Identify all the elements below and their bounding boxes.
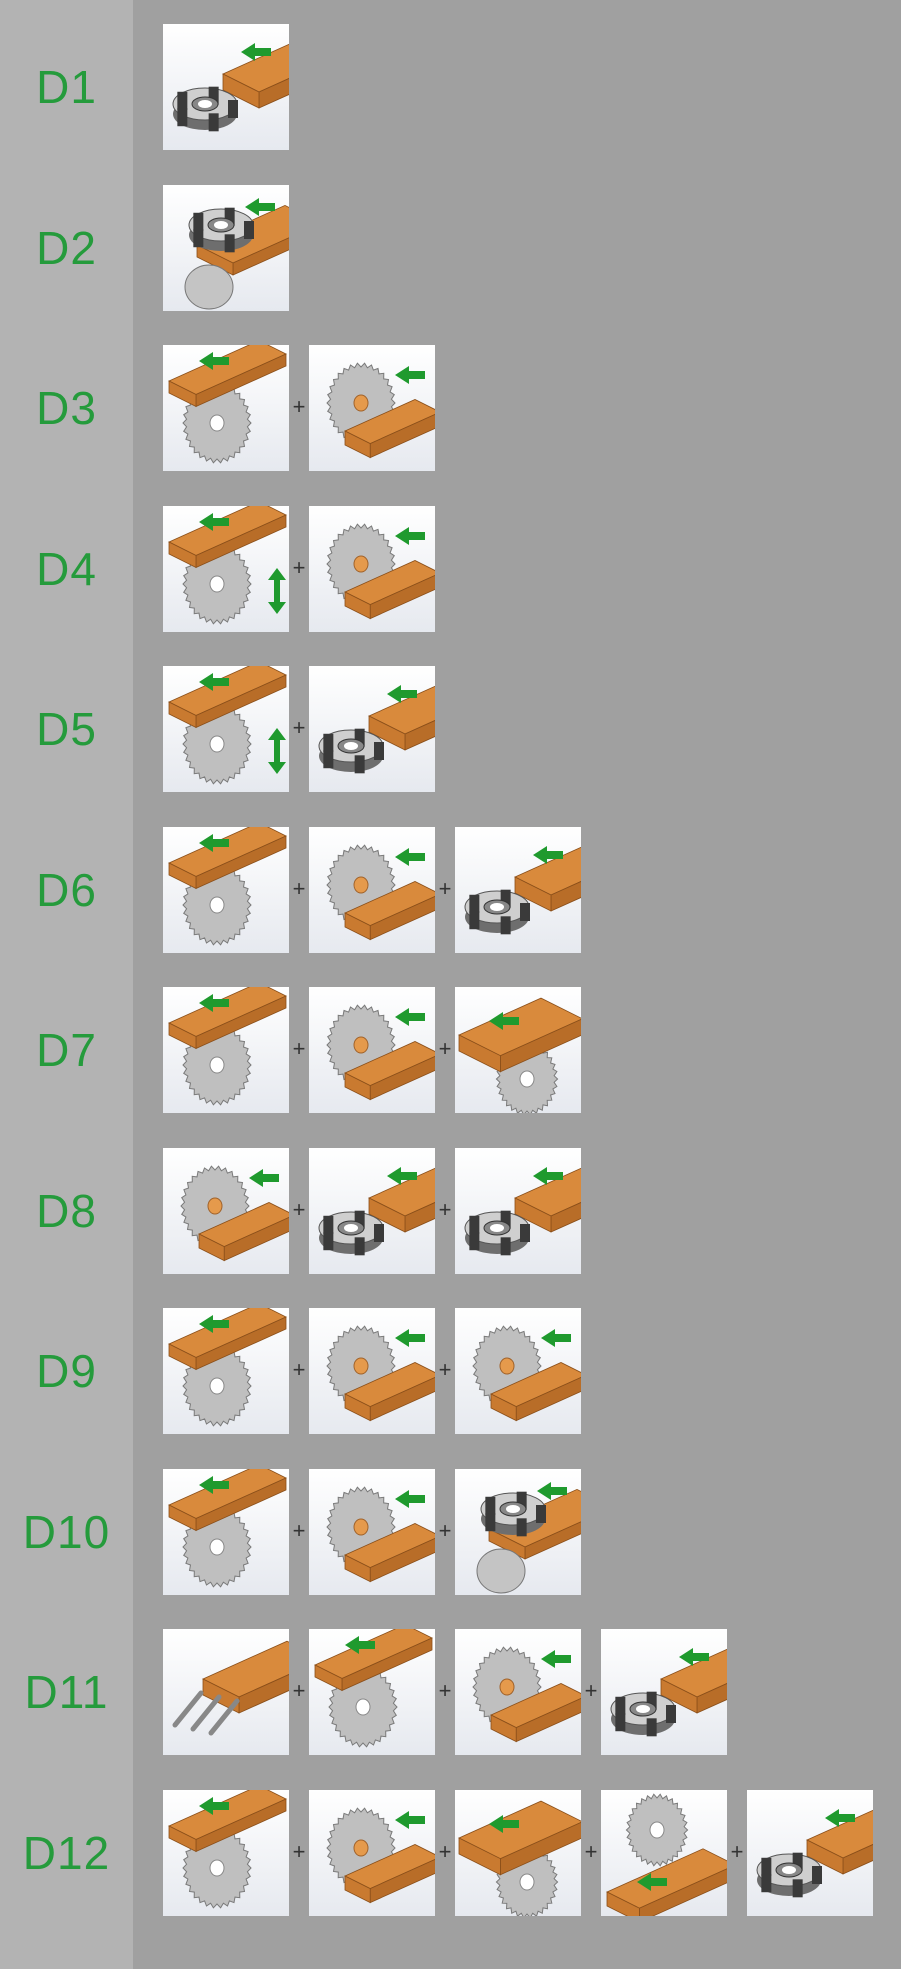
row-label: D8: [36, 1184, 97, 1237]
process-row: D3 +: [0, 345, 901, 471]
row-label: D4: [36, 542, 97, 595]
cutter-on-wood-edge-icon: [601, 1629, 727, 1755]
saw-side-groove-icon: [163, 1147, 289, 1274]
row-label: D10: [22, 1505, 111, 1558]
plus-sign: +: [292, 1517, 306, 1543]
cutter-on-wood-edge-icon: [163, 24, 289, 150]
process-row: D5 +: [0, 666, 901, 792]
plus-sign: +: [438, 875, 452, 901]
row-label: D6: [36, 863, 97, 916]
process-row: D11 + + +: [0, 1629, 901, 1755]
process-row: D4 +: [0, 505, 901, 632]
plus-sign: +: [292, 1196, 306, 1222]
process-row: D9 + +: [0, 1308, 901, 1434]
process-row: D10 + +: [0, 1468, 901, 1595]
saw-below-board-icon: [163, 1308, 289, 1434]
cutter-above-wood-with-roller-icon: [455, 1468, 581, 1595]
process-row: D6 + +: [0, 826, 901, 953]
cutter-on-wood-edge-icon: [309, 1147, 435, 1274]
cutter-above-wood-with-roller-icon: [163, 184, 289, 311]
row-label: D1: [36, 61, 97, 113]
saw-below-board-vertical-adjust-icon: [163, 505, 289, 632]
row-label: D12: [22, 1826, 111, 1879]
plus-sign: +: [292, 715, 306, 740]
process-row: D8 + +: [0, 1147, 901, 1274]
plus-sign: +: [438, 1036, 452, 1061]
saw-below-board-icon: [309, 1629, 435, 1755]
cutter-on-wood-edge-icon: [455, 826, 581, 953]
saw-side-groove-icon: [455, 1308, 581, 1434]
saw-under-block-icon: [455, 987, 581, 1113]
row-label: D11: [24, 1666, 109, 1718]
row-label: D7: [36, 1024, 97, 1076]
row-label: D3: [36, 382, 97, 434]
plus-sign: +: [292, 1357, 306, 1382]
plus-sign: +: [438, 1196, 452, 1222]
saw-below-board-vertical-adjust-icon: [163, 666, 289, 792]
saw-side-groove-icon: [309, 987, 435, 1113]
saw-side-groove-icon: [309, 1308, 435, 1434]
saw-below-board-icon: [163, 1468, 289, 1595]
saw-under-block-icon: [455, 1789, 581, 1916]
plus-sign: +: [438, 1838, 452, 1864]
saw-side-groove-icon: [455, 1629, 581, 1755]
plus-sign: +: [438, 1678, 452, 1703]
plus-sign: +: [438, 1357, 452, 1382]
plus-sign: +: [292, 1838, 306, 1864]
cutter-on-wood-edge-icon: [747, 1789, 873, 1916]
plus-sign: +: [292, 554, 306, 580]
saw-above-lower-board-icon: [601, 1789, 727, 1916]
process-row: D7 + +: [0, 987, 901, 1113]
process-row: D12 + + + +: [0, 1789, 901, 1916]
saw-side-groove-icon: [309, 1789, 435, 1916]
plus-sign: +: [730, 1838, 744, 1864]
plus-sign: +: [584, 1838, 598, 1864]
row-label: D5: [36, 703, 97, 755]
cutter-on-wood-edge-icon: [455, 1147, 581, 1274]
saw-below-board-icon: [163, 345, 289, 471]
saw-below-board-icon: [163, 1789, 289, 1916]
row-label: D9: [36, 1345, 97, 1397]
cutter-on-wood-edge-icon: [309, 666, 435, 792]
plus-sign: +: [438, 1517, 452, 1543]
row-label: D2: [36, 221, 97, 274]
saw-side-groove-icon: [309, 345, 435, 471]
plus-sign: +: [584, 1678, 598, 1703]
saw-side-groove-icon: [309, 826, 435, 953]
plus-sign: +: [292, 1036, 306, 1061]
saw-below-board-icon: [163, 826, 289, 953]
plus-sign: +: [292, 1678, 306, 1703]
saw-side-groove-icon: [309, 1468, 435, 1595]
label-column: [0, 0, 133, 1969]
saw-side-groove-icon: [309, 505, 435, 632]
plus-sign: +: [292, 875, 306, 901]
process-row: D2: [0, 184, 901, 311]
process-row: D1: [0, 24, 901, 150]
plus-sign: +: [292, 394, 306, 419]
saw-below-board-icon: [163, 987, 289, 1113]
dowel-board-icon: [163, 1629, 289, 1755]
